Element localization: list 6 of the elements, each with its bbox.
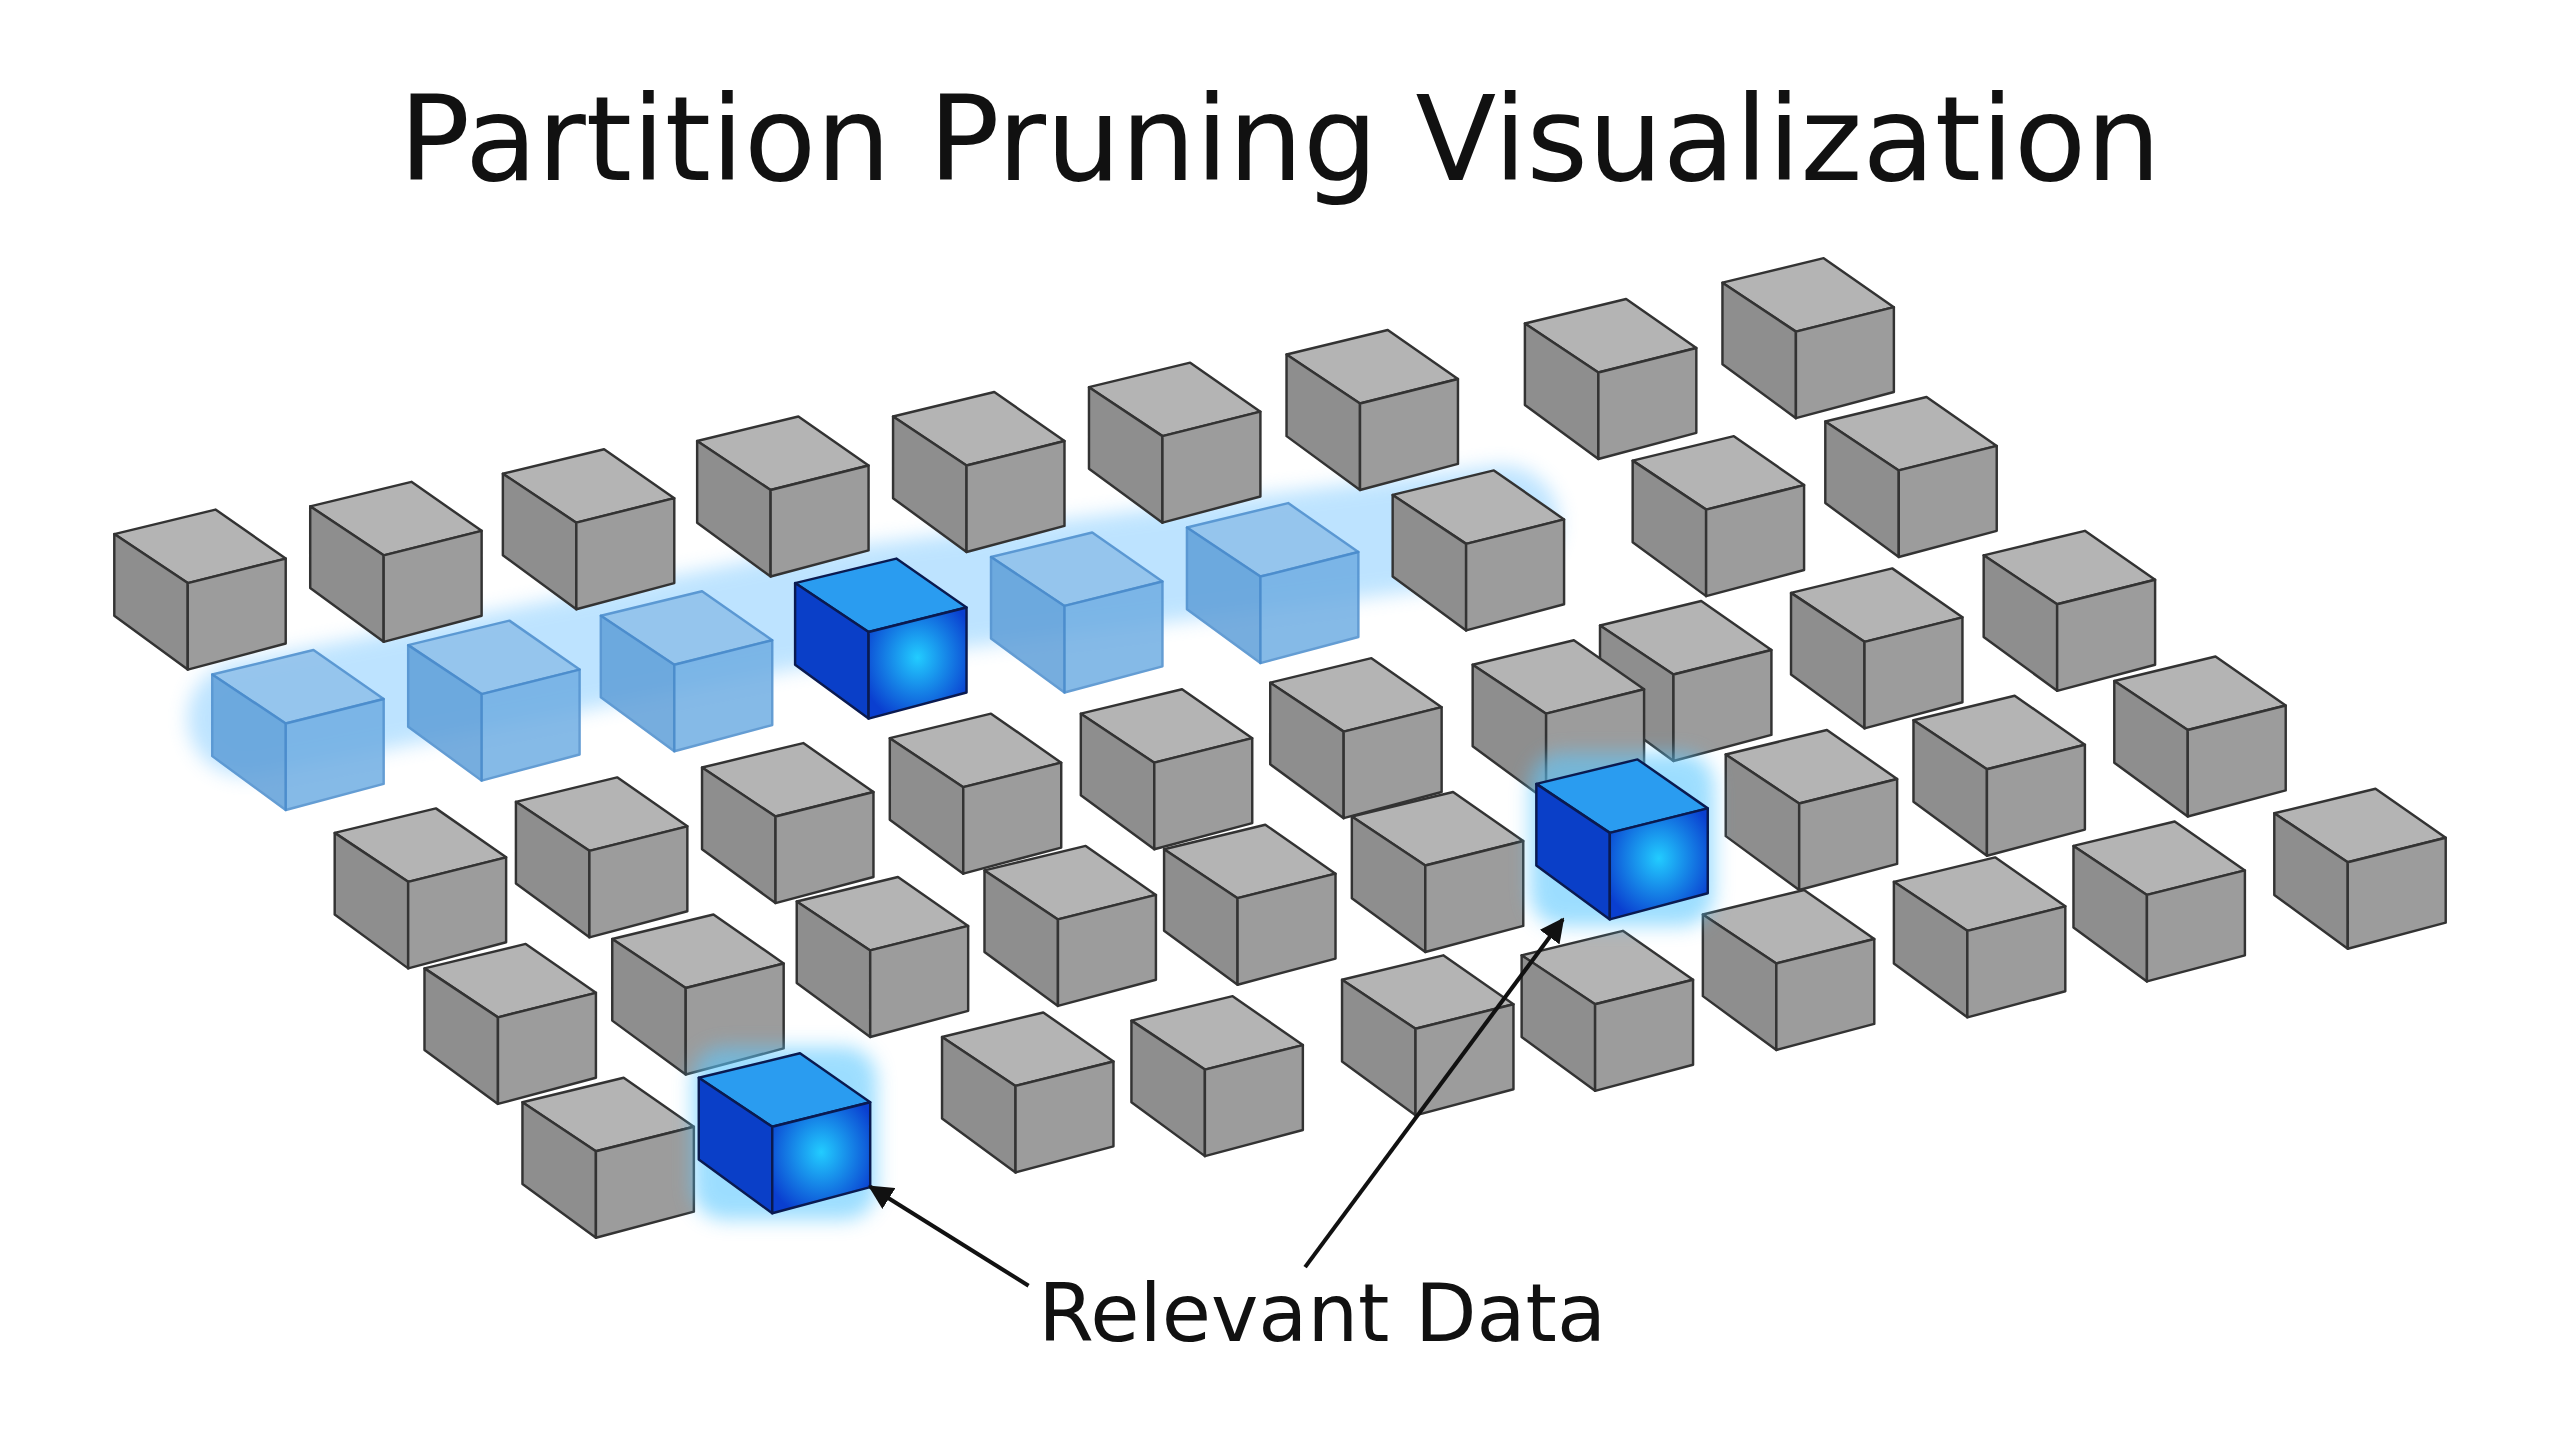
highlighted-cube xyxy=(1529,752,1715,926)
title: Partition Pruning Visualization xyxy=(398,70,2162,208)
leader-arrow xyxy=(868,1185,1030,1288)
callout-label: Relevant Data xyxy=(1038,1266,1606,1360)
highlighted-cube xyxy=(692,1046,877,1220)
leader-arrow xyxy=(1303,917,1565,1269)
